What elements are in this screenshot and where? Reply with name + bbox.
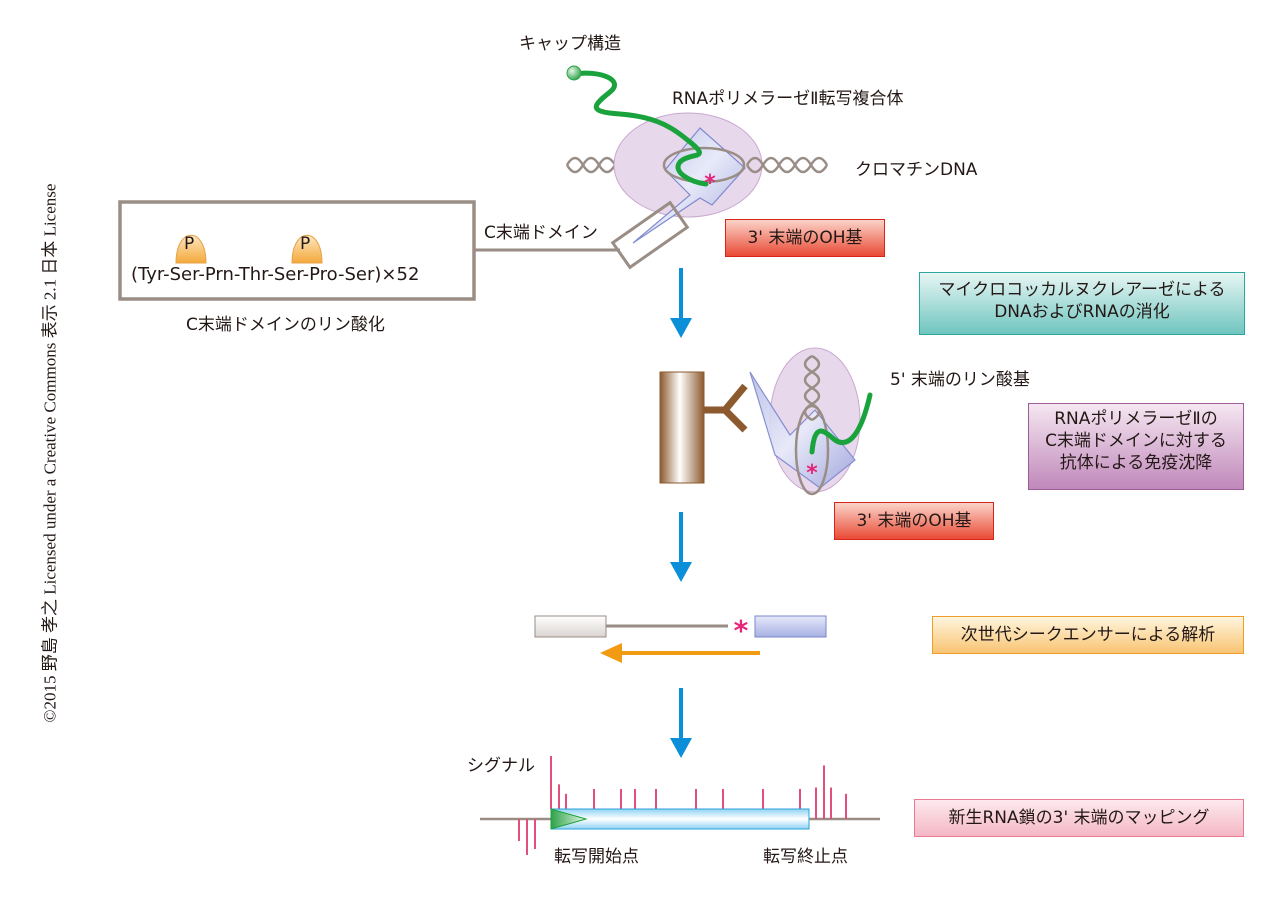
cap-structure-label: キャップ構造	[519, 34, 621, 54]
step-sequencing-box: 次世代シークエンサーによる解析	[932, 616, 1244, 654]
antibody-icon	[704, 383, 748, 433]
step-ip-line-2: C末端ドメインに対する	[1045, 431, 1227, 452]
ctd-sequence: (Tyr-Ser-Prn-Thr-Ser-Pro-Ser)×52	[131, 264, 420, 285]
ctd-label: C末端ドメイン	[484, 223, 598, 243]
asterisk-step1: *	[704, 171, 716, 196]
antibody-bead	[659, 371, 705, 484]
rna-polymerase-ii	[632, 127, 746, 244]
phospho-mark-2	[291, 234, 323, 264]
ctd-rectangle	[610, 200, 690, 270]
adapter-3prime	[754, 615, 827, 638]
step-digestion-box: マイクロコッカルヌクレアーゼによる DNAおよびRNAの消化	[919, 272, 1245, 335]
flow-arrow-3	[670, 688, 692, 758]
chromatin-dna-right	[745, 156, 829, 174]
step-digestion-line-2: DNAおよびRNAの消化	[994, 302, 1170, 323]
copyright-notice: ©2015 野島 孝之 Licensed under a Creative Co…	[40, 183, 60, 723]
flow-arrow-2	[670, 512, 692, 582]
signal-peaks	[518, 756, 847, 855]
phospho-label-1: P	[184, 234, 195, 254]
nascent-rna-step1	[571, 70, 709, 187]
digested-dna	[794, 354, 830, 496]
sequencing-direction-arrow	[600, 643, 760, 663]
tes-label: 転写終止点	[763, 847, 848, 867]
phosphate-5prime-label: 5' 末端のリン酸基	[890, 370, 1030, 390]
phospho-mark-1	[175, 234, 207, 264]
step-ip-line-1: RNAポリメラーゼⅡの	[1054, 409, 1218, 429]
tss-arrow-icon	[550, 808, 588, 830]
step-ip-line-3: 抗体による免疫沈降	[1059, 453, 1213, 474]
phospho-label-2: P	[300, 234, 311, 254]
pol2-complex-label: RNAポリメラーゼⅡ転写複合体	[672, 89, 904, 109]
step-ip-box: RNAポリメラーゼⅡの C末端ドメインに対する 抗体による免疫沈降	[1028, 403, 1244, 490]
signal-label: シグナル	[467, 756, 535, 776]
asterisk-step2: *	[806, 461, 818, 486]
chromatin-dna-label: クロマチンDNA	[855, 160, 978, 180]
asterisk-step3: *	[734, 614, 749, 647]
ctd-phosphorylation-caption: C末端ドメインのリン酸化	[186, 315, 385, 335]
step-digestion-line-1: マイクロコッカルヌクレアーゼによる	[938, 280, 1226, 300]
tss-label: 転写開始点	[554, 847, 639, 867]
flow-arrow-1	[670, 268, 692, 338]
gene-body	[550, 808, 810, 830]
oh-group-label-1: 3' 末端のOH基	[725, 219, 885, 257]
cap-structure-icon	[566, 65, 582, 81]
nascent-rna-step2	[809, 392, 873, 455]
step-mapping-box: 新生RNA鎖の3' 末端のマッピング	[914, 799, 1244, 837]
adapter-5prime	[534, 615, 607, 638]
oh-group-label-2: 3' 末端のOH基	[834, 502, 994, 540]
